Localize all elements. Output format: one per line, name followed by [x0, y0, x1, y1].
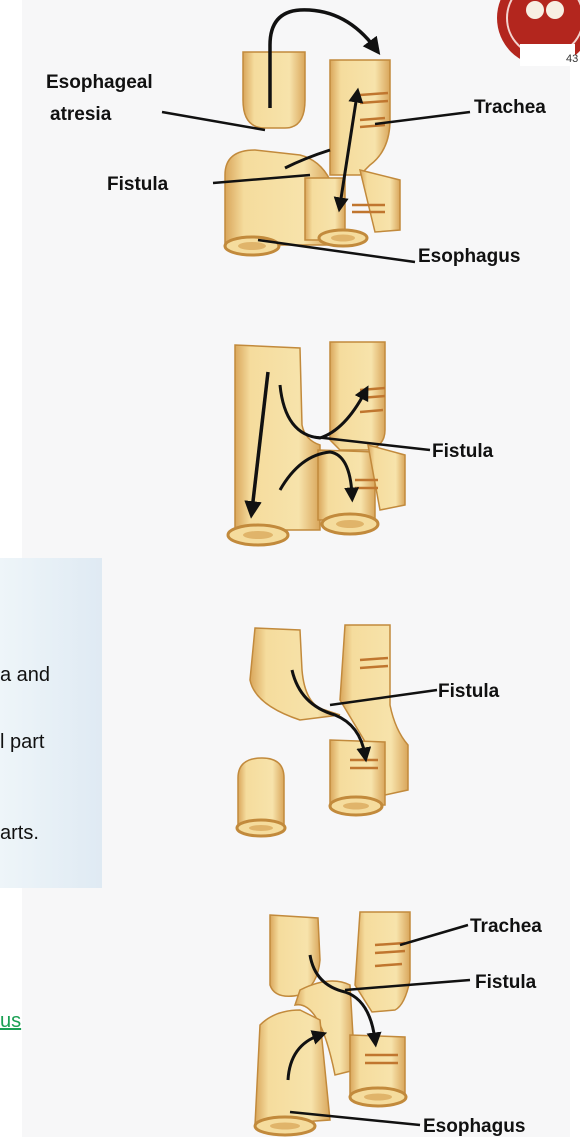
label-fistula: Fistula: [432, 441, 494, 462]
diagram-type-a: Esophageal atresia Trachea Fistula Esoph…: [46, 10, 546, 267]
label-esophageal-atresia-1: Esophageal: [46, 72, 153, 93]
label-fistula: Fistula: [475, 972, 537, 993]
label-esophagus: Esophagus: [418, 246, 520, 267]
badge-number: 43: [566, 53, 578, 65]
diagram-type-d: Trachea Fistula Esophagus: [255, 912, 542, 1137]
diagram-type-b: Fistula: [228, 342, 494, 545]
label-fistula: Fistula: [438, 681, 500, 702]
label-esophagus: Esophagus: [423, 1116, 525, 1137]
label-trachea: Trachea: [470, 916, 542, 937]
logo-badge: 43: [497, 0, 580, 66]
label-trachea: Trachea: [474, 97, 546, 118]
label-esophageal-atresia-2: atresia: [50, 104, 112, 125]
label-fistula: Fistula: [107, 174, 169, 195]
diagram-type-c: Fistula: [237, 625, 500, 836]
